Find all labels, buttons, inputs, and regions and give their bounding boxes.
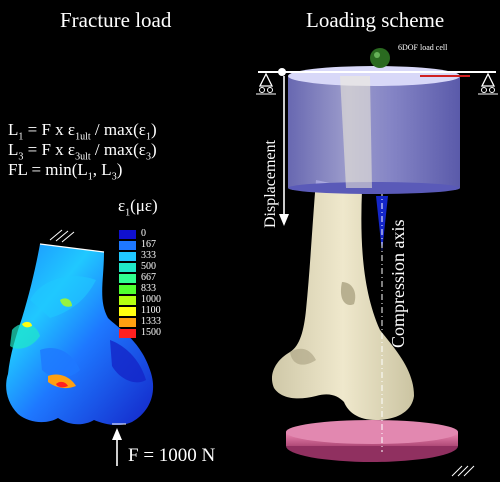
legend-swatch [119, 318, 136, 327]
legend-label: 167 [141, 239, 156, 250]
legend-swatch [119, 296, 136, 305]
force-label: F = 1000 N [128, 445, 216, 466]
displacement-label: Displacement [262, 140, 279, 228]
force-arrow [112, 428, 122, 466]
legend-label: 0 [141, 228, 146, 239]
legend-swatch [119, 274, 136, 283]
legend-label: 1000 [141, 294, 161, 305]
compression-axis-label: Compression axis [388, 219, 408, 349]
equation-l3: L3 = F x ε3ult / max(ε3) [8, 140, 157, 163]
legend-label: 1500 [141, 327, 161, 338]
legend-label: 667 [141, 272, 156, 283]
displacement-arrow [279, 76, 289, 226]
legend-label: 1100 [141, 305, 161, 316]
equation-fracture-load: FL = min(L1, L3) [8, 160, 123, 183]
compression-axis-cone [376, 196, 388, 252]
right-panel-title: Loading scheme [306, 8, 445, 32]
legend-swatch [119, 252, 136, 261]
legend-label: 833 [141, 283, 156, 294]
load-rail [256, 68, 498, 95]
legend-label: 333 [141, 250, 156, 261]
legend-swatch [119, 307, 136, 316]
legend-label: 1333 [141, 316, 161, 327]
legend-swatch [119, 263, 136, 272]
legend-swatch [119, 329, 136, 338]
femur-bone [271, 180, 414, 420]
legend-swatch [119, 241, 136, 250]
legend-title: ε1(με) [118, 196, 158, 219]
load-cell-label: 6DOF load cell [398, 43, 448, 52]
equation-l1: L1 = F x ε1ult / max(ε1) [8, 120, 157, 143]
bottom-support-plate [286, 420, 475, 477]
load-cell-icon [370, 48, 390, 68]
left-panel-title: Fracture load [60, 8, 172, 32]
top-potting-cylinder [288, 66, 460, 194]
legend-swatch [119, 230, 136, 239]
legend-swatch [119, 285, 136, 294]
fe-femur-model [6, 229, 154, 426]
legend-label: 500 [141, 261, 156, 272]
